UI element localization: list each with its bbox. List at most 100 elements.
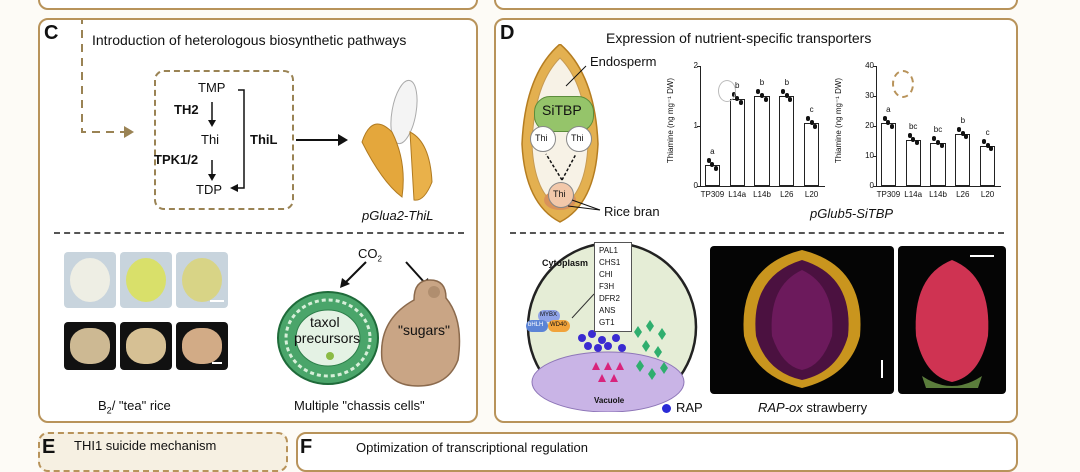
chart-2-point <box>939 144 944 149</box>
chart-2-bar <box>955 133 971 186</box>
chart-2-category: TP309 <box>876 190 901 199</box>
gene-item: GT1 <box>599 318 615 327</box>
chart-2-ytick: 40 <box>865 61 874 70</box>
rice-photo-scalebar-bottom <box>212 362 222 364</box>
rice-caption: B2/ "tea" rice <box>98 398 171 416</box>
thil-bracket <box>236 89 245 189</box>
thi-label: Thi <box>201 132 220 147</box>
panel-e-letter: E <box>42 436 56 458</box>
rice-cross-section <box>521 44 599 223</box>
gene-item: CHI <box>599 270 613 279</box>
chart-2-sig-letter: bc <box>933 124 943 134</box>
chart-2-ytick: 10 <box>865 151 874 160</box>
sitbp-label: SiTBP <box>542 102 582 118</box>
panel-c-letter: C <box>44 22 59 44</box>
thi-bubble-left-label: Thi <box>535 133 548 143</box>
chart-1-point <box>756 90 761 95</box>
rice-grain-illustration <box>361 79 433 201</box>
chart-1-ytick-mark <box>697 66 700 67</box>
pglua2-construct: pGlua2-ThiL <box>362 208 434 223</box>
chart-1-bar <box>803 123 820 186</box>
chart-1-sig-letter: b <box>759 78 765 87</box>
rice-photo-grains-1 <box>64 322 116 370</box>
chart-2-ytick-mark <box>873 96 876 97</box>
chart-1-category: L14a <box>728 190 747 199</box>
tf-mybx-label: MYBX <box>540 312 558 318</box>
th2-arrow-head <box>208 120 216 127</box>
chart-2-ytick-mark <box>873 186 876 187</box>
chart-2-category: L20 <box>980 190 995 199</box>
chart-1-sig-letter: a <box>710 147 715 156</box>
strawberry-whole-photo <box>898 246 1006 394</box>
sugars-label: "sugars" <box>398 322 450 338</box>
chart-1-point <box>710 163 715 167</box>
chart-1-bar <box>729 99 745 186</box>
chart-2-point <box>932 136 937 141</box>
chart-2-ytick: 0 <box>869 181 874 190</box>
chart-2-point <box>890 124 895 129</box>
chart-1-point <box>738 100 743 105</box>
panel-d-divider <box>510 232 1004 234</box>
chart-1-category: L20 <box>804 190 819 199</box>
chart-2-ytick-mark <box>873 126 876 127</box>
chart-2-bar <box>979 145 996 186</box>
chart-1-ytick-mark <box>697 186 700 187</box>
rap-legend-dot <box>662 404 671 413</box>
chart-1-inset-grain <box>718 80 736 102</box>
chart-2-point <box>964 135 969 140</box>
tf-wd40-label: WD40 <box>550 322 567 328</box>
chart-1-bar <box>754 96 770 186</box>
thil-label: ThiL <box>250 132 278 147</box>
chart-1-axes <box>700 66 825 187</box>
chart-1-point <box>809 121 814 125</box>
panel-b-remnant <box>38 0 478 10</box>
chart-2-ytick-mark <box>873 66 876 67</box>
chart-1-point <box>784 94 789 98</box>
gene-item: DFR2 <box>599 294 620 303</box>
to-grain-arrow-head <box>338 134 348 146</box>
tmp-label: TMP <box>198 80 226 95</box>
chart-2-bar <box>930 142 946 186</box>
panel-d-title: Expression of nutrient-specific transpor… <box>606 30 872 46</box>
chart-1-sig-letter: b <box>784 78 790 87</box>
thi-bubble-bran-label: Thi <box>553 189 566 199</box>
panel-d: D Expression of nutrient-specific transp… <box>494 18 1018 423</box>
chart-2-category: L14a <box>904 190 923 199</box>
chart-1-point <box>714 166 719 171</box>
chart-2-category: L14b <box>929 190 947 199</box>
thil-bracket-head <box>230 184 238 192</box>
chart-2-point <box>989 147 994 152</box>
chart-2-point <box>960 131 965 136</box>
panel-f-title: Optimization of transcriptional regulati… <box>356 440 588 455</box>
endosperm-label: Endosperm <box>590 54 657 69</box>
chart-2-point <box>882 117 887 122</box>
gene-item: F3H <box>599 282 615 291</box>
strawberry-caption: RAP-ox strawberry <box>758 400 868 415</box>
feed-arrow-head <box>124 126 134 138</box>
vacuole-label: Vacuole <box>594 396 625 405</box>
chart-1-ytick-mark <box>697 126 700 127</box>
taxol-label-2: precursors <box>294 330 361 346</box>
chart-2-point <box>911 137 916 142</box>
strawberry-cross-section-photo <box>710 246 894 394</box>
rice-bran-label: Rice bran <box>604 204 660 219</box>
chart-2-inset-grain <box>892 70 914 98</box>
rice-photo-scalebar-top <box>210 300 224 302</box>
chart-2-point <box>907 133 912 138</box>
chart-2-ytick: 20 <box>865 121 874 130</box>
thi-bubble-right <box>566 126 592 152</box>
pathway-arrows <box>81 20 348 192</box>
thi-bubble-right-label: Thi <box>571 133 584 143</box>
chart-2-ytick: 30 <box>865 91 874 100</box>
chart-2-bar <box>880 123 897 186</box>
chart-1-point <box>788 97 793 102</box>
pathway-box <box>154 70 294 210</box>
chart-1-category: TP309 <box>700 190 725 199</box>
chart-1-ylabel: Thiamine (ng mg⁻¹ DW) <box>666 77 676 164</box>
gene-item: ANS <box>599 306 616 315</box>
chart-1-category: L14b <box>753 190 771 199</box>
panel-c-divider <box>54 232 464 234</box>
chart-2-point <box>981 139 986 144</box>
panel-f-letter: F <box>300 436 313 458</box>
